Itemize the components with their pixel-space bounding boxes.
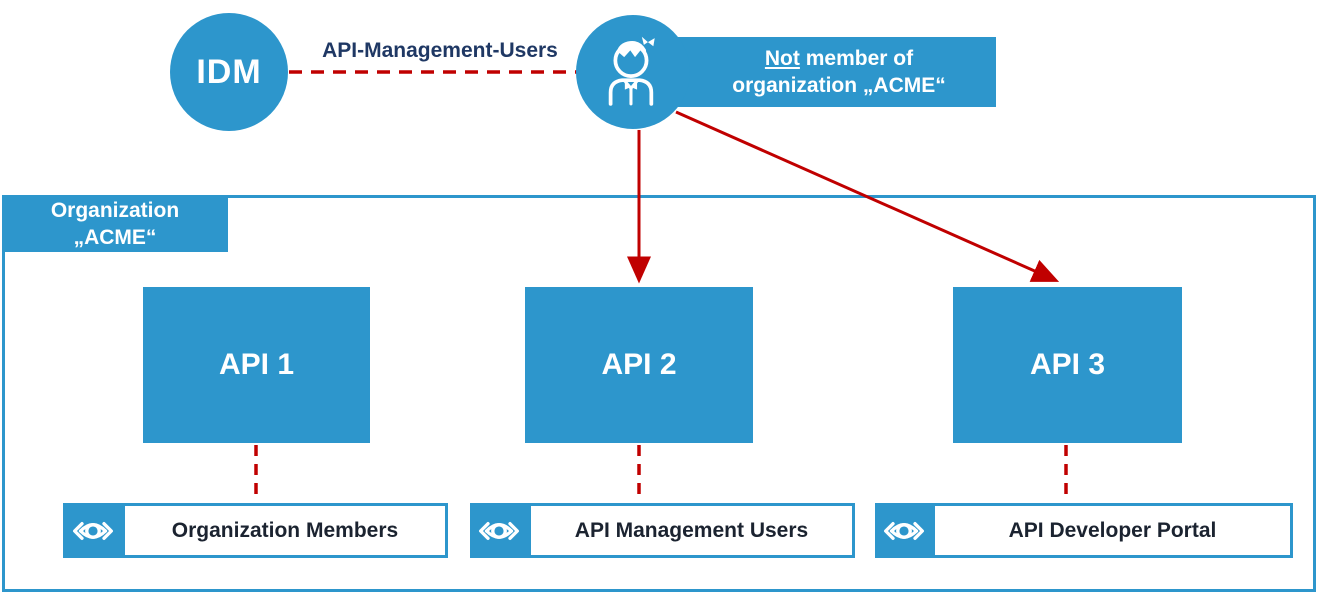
permission-organization-members: Organization Members (63, 503, 448, 558)
organization-container (2, 195, 1316, 592)
idm-node-label: IDM (196, 52, 262, 91)
person-icon (599, 32, 667, 113)
organization-label-line2: „ACME“ (73, 226, 157, 249)
not-word: Not (764, 46, 800, 70)
api-box-3-label: API 3 (1029, 348, 1106, 381)
api-box-1: API 1 (143, 287, 370, 443)
api-box-3: API 3 (953, 287, 1182, 443)
user-node (576, 15, 690, 129)
idm-node: IDM (170, 13, 288, 131)
not-member-note-line2: organization „ACME“ (732, 74, 946, 97)
idm-user-link-label: API-Management-Users (322, 39, 558, 62)
not-member-note-line1: Not member of (765, 45, 913, 72)
permission-api-management-users-label: API Management Users (528, 503, 855, 558)
permission-api-developer-portal: API Developer Portal (875, 503, 1293, 558)
eye-icon (875, 503, 932, 558)
eye-icon (470, 503, 528, 558)
permission-api-developer-portal-label: API Developer Portal (932, 503, 1293, 558)
organization-label-line1: Organization (50, 198, 180, 222)
api-box-2: API 2 (525, 287, 753, 443)
organization-label: Organization „ACME“ (2, 196, 228, 252)
not-member-note-line1-rest: member of (799, 46, 914, 70)
permission-api-management-users: API Management Users (470, 503, 855, 558)
eye-icon (63, 503, 122, 558)
permission-organization-members-label: Organization Members (122, 503, 448, 558)
not-member-note: Not member of organization „ACME“ (652, 37, 996, 107)
api-box-1-label: API 1 (218, 348, 295, 381)
api-box-2-label: API 2 (601, 348, 677, 381)
